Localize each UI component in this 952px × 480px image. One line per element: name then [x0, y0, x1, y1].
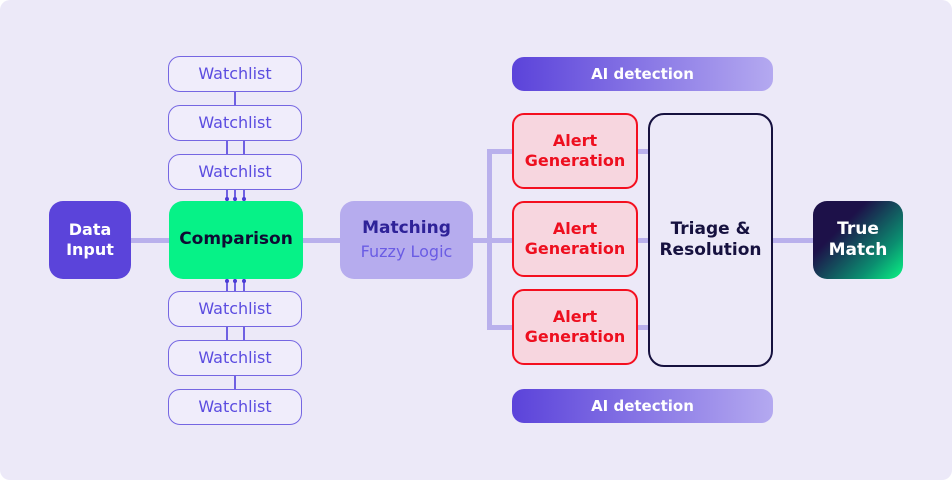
triage-resolution-node: Triage & Resolution — [648, 113, 773, 367]
ai-detection-banner-bottom: AI detection — [512, 389, 773, 423]
connector-dot — [233, 279, 237, 283]
connector-alert2-triage — [638, 238, 648, 243]
data-input-node: Data Input — [49, 201, 131, 279]
watchlist-node-bottom-1: Watchlist — [168, 291, 302, 327]
connector-wl5-wl6 — [234, 376, 236, 389]
connector-dot — [242, 279, 246, 283]
connector-wl2-wl3-a — [226, 141, 228, 154]
connector-datainput-comparison — [131, 238, 169, 243]
connector-comparison-matching — [303, 238, 340, 243]
connector-branch-alert3 — [487, 325, 512, 330]
matching-subtitle: Fuzzy Logic — [360, 241, 453, 261]
connector-wl1-wl2 — [234, 92, 236, 105]
alert-generation-node-1: Alert Generation — [512, 113, 638, 189]
matching-node: Matching Fuzzy Logic — [340, 201, 473, 279]
connector-wl4-wl5-b — [243, 327, 245, 340]
connector-alert3-triage — [638, 325, 648, 330]
connector-alert1-triage — [638, 149, 648, 154]
watchlist-node-top-3: Watchlist — [168, 154, 302, 190]
connector-comparison-wl4-b — [234, 279, 236, 291]
comparison-node: Comparison — [169, 201, 303, 279]
connector-comparison-wl4-c — [243, 279, 245, 291]
alert-generation-node-2: Alert Generation — [512, 201, 638, 277]
watchlist-node-top-2: Watchlist — [168, 105, 302, 141]
ai-detection-banner-top: AI detection — [512, 57, 773, 91]
watchlist-node-bottom-2: Watchlist — [168, 340, 302, 376]
watchlist-node-top-1: Watchlist — [168, 56, 302, 92]
connector-dot — [225, 279, 229, 283]
connector-matching-alert2 — [473, 238, 512, 243]
connector-triage-truematch — [773, 238, 813, 243]
true-match-node: True Match — [813, 201, 903, 279]
connector-dot — [242, 197, 246, 201]
matching-title: Matching — [362, 218, 451, 239]
connector-dot — [225, 197, 229, 201]
alert-generation-node-3: Alert Generation — [512, 289, 638, 365]
connector-wl4-wl5-a — [226, 327, 228, 340]
watchlist-node-bottom-3: Watchlist — [168, 389, 302, 425]
connector-branch-alert1 — [487, 149, 512, 154]
connector-wl3-comparison-a — [226, 190, 228, 202]
connector-comparison-wl4-a — [226, 279, 228, 291]
connector-dot — [233, 197, 237, 201]
connector-branch-vertical — [487, 149, 492, 330]
connector-wl2-wl3-b — [243, 141, 245, 154]
connector-wl3-comparison-c — [243, 190, 245, 202]
connector-wl3-comparison-b — [234, 190, 236, 202]
